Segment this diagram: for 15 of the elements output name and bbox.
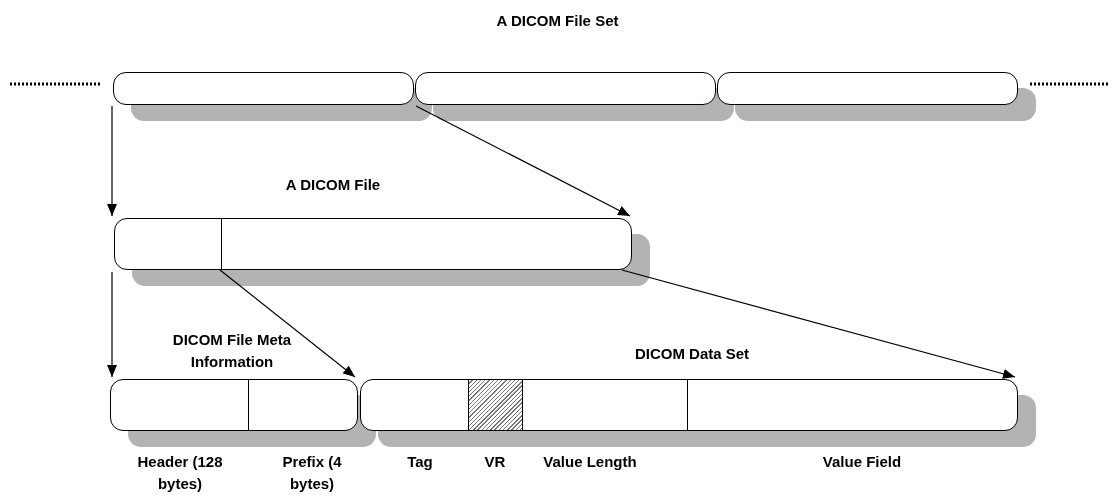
arrow	[107, 105, 117, 217]
field-label: Value Field	[821, 452, 903, 472]
arrow	[219, 269, 356, 378]
field-label: Prefix (4 bytes)	[281, 452, 343, 494]
arrow	[415, 105, 631, 217]
field-label: Header (128 bytes)	[136, 452, 224, 494]
field-label: Tag	[406, 452, 434, 472]
diagram-title: A DICOM File Set	[495, 11, 620, 31]
field-label: VR	[483, 452, 507, 472]
box-heading: DICOM File Meta Information	[171, 330, 293, 372]
arrow	[107, 271, 117, 378]
arrow	[621, 269, 1016, 379]
box-heading: A DICOM File	[284, 175, 382, 195]
box-heading: DICOM Data Set	[633, 344, 751, 364]
field-label: Value Length	[542, 452, 638, 472]
